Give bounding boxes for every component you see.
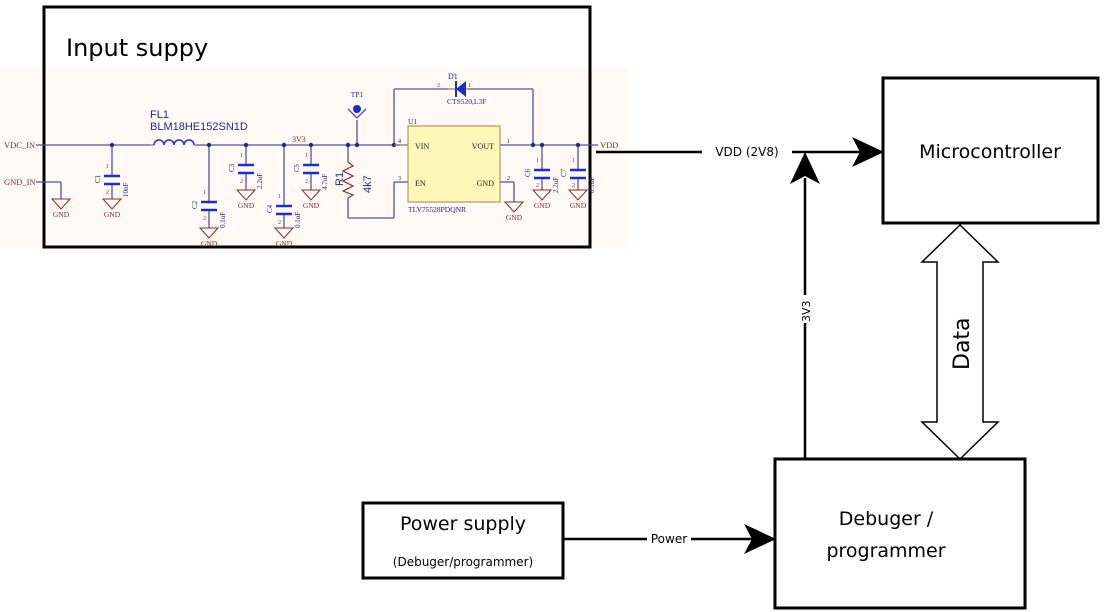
microcontroller-block: [881, 76, 1100, 225]
vdd-arrowhead-icon: [852, 137, 884, 167]
3v3-arrowhead-icon: [790, 152, 820, 184]
pin-number: 1: [278, 194, 281, 200]
tp1-ref: TP1: [351, 90, 364, 99]
gnd-label: GND: [303, 201, 320, 210]
pin-number: 2: [106, 190, 109, 196]
pin-number: 2: [536, 183, 539, 189]
cap-c7-value: 0.1uF: [588, 177, 596, 193]
cap-c4-ref: C4: [266, 204, 274, 213]
u1-pin-vin: VIN: [415, 142, 429, 151]
pin-number: 2: [278, 220, 281, 226]
power-supply-title: Power supply: [400, 513, 526, 535]
diode-d1: D1 2 1 CTS520,L3F: [437, 72, 486, 106]
u1-ref: U1: [408, 117, 417, 126]
debugger-label-line2: programmer: [826, 540, 945, 562]
u1-pin-vout: VOUT: [472, 142, 494, 151]
d1-part: CTS520,L3F: [447, 97, 486, 106]
r1-ref: R1: [334, 172, 346, 186]
d1-pin-k: 1: [468, 83, 471, 89]
cap-c4-value: 0.1uF: [294, 212, 302, 228]
vdd-connection-label: VDD (2V8): [715, 145, 778, 159]
u1-pin-gnd: GND: [477, 179, 495, 188]
u1-pin-num: 1: [507, 139, 510, 145]
test-point-tp1: TP1: [347, 90, 367, 119]
r1-value: 4k7: [362, 175, 374, 193]
power-connection-label: Power: [651, 532, 687, 546]
gnd-label: GND: [506, 213, 523, 222]
power-supply-block: [361, 501, 565, 580]
power-arrowhead-icon: [744, 524, 776, 554]
pin-number: 2: [240, 179, 243, 185]
gnd-label: GND: [53, 210, 70, 219]
3v3-connection-label: 3V3: [800, 300, 813, 322]
net-label-gnd-in: GND_IN: [4, 177, 36, 187]
d1-pin-a: 2: [437, 83, 440, 89]
pin-number: 1: [240, 153, 243, 159]
d1-ref: D1: [448, 72, 458, 81]
net-label-vdc-in: VDC_IN: [4, 140, 35, 150]
data-connection-label: Data: [950, 317, 975, 370]
resistor-r1: R1 4k7: [334, 161, 374, 199]
u1-part: TLV75528PDQNR: [408, 205, 466, 214]
cap-c1-value: 10nF: [122, 183, 130, 198]
net-label-vdd: VDD: [600, 140, 618, 150]
regulator-u1: U1 VIN EN VOUT GND 4 3 1 2 TLV75528PDQNR: [394, 117, 510, 214]
schematic-wires: [36, 88, 598, 228]
cap-c5-value: 4.7uF: [321, 174, 329, 190]
gnd-label: GND: [570, 201, 587, 210]
pin-number: 1: [305, 153, 308, 159]
pin-number: 1: [203, 190, 206, 196]
fl1-part: BLM18HE152SN1D: [150, 121, 248, 133]
net-label-3v3: 3V3: [292, 135, 306, 144]
cap-c1-ref: C1: [94, 174, 102, 183]
fl1-ref: FL1: [150, 109, 169, 121]
pin-number: 1: [572, 158, 575, 164]
gnd-label: GND: [238, 201, 255, 210]
pin-number: 1: [106, 164, 109, 170]
microcontroller-label: Microcontroller: [919, 141, 1061, 163]
junction-dots: [109, 142, 581, 148]
u1-pin-num: 3: [398, 176, 401, 182]
debugger-block: [773, 457, 1027, 610]
u1-pin-num: 2: [507, 176, 510, 182]
input-supply-frame: [42, 5, 592, 249]
cap-c2-value: 0.1uF: [219, 212, 227, 228]
gnd-label: GND: [276, 239, 293, 248]
pin-number: 1: [536, 158, 539, 164]
u1-pin-num: 4: [398, 139, 401, 145]
gnd-label: GND: [534, 201, 551, 210]
pin-number: 2: [305, 179, 308, 185]
cap-c7-ref: C7: [560, 168, 568, 177]
schematic-background: [0, 68, 628, 248]
gnd-label: GND: [201, 239, 218, 248]
gnd-label: GND: [104, 210, 121, 219]
debugger-label-line1: Debuger /: [839, 508, 934, 530]
u1-pin-en: EN: [415, 179, 426, 188]
cap-c6-value: 2.2uF: [552, 177, 560, 193]
capacitor-plates: [104, 163, 586, 216]
pin-number: 2: [203, 216, 206, 222]
cap-c3-ref: C3: [228, 163, 236, 172]
cap-c2-ref: C2: [191, 200, 199, 209]
cap-c6-ref: C6: [524, 168, 532, 177]
cap-c3-value: 2.2uF: [256, 173, 264, 189]
pin-number: 2: [572, 183, 575, 189]
input-supply-title: Input suppy: [66, 34, 208, 62]
cap-c5-ref: C5: [293, 163, 301, 172]
ferrite-bead-fl1: FL1 BLM18HE152SN1D: [150, 109, 248, 146]
power-supply-subtitle: (Debuger/programmer): [393, 555, 533, 569]
